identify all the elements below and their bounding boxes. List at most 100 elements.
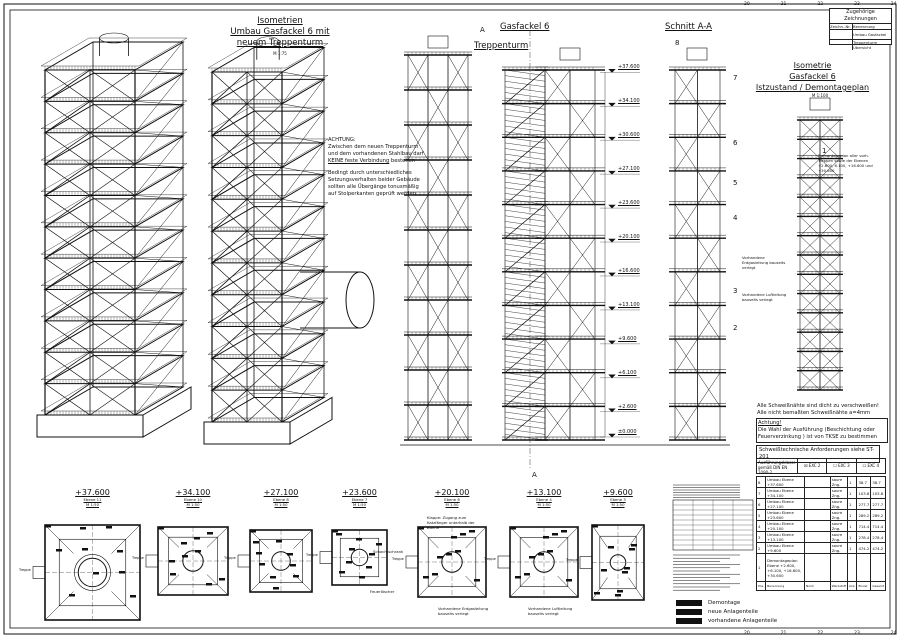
grid-number: 20 — [744, 2, 750, 7]
callout-feuerloescher: Feuerlöscher — [370, 589, 395, 594]
section-number: 2 — [733, 324, 738, 332]
plan-view — [319, 529, 388, 586]
schnitt-title: Schnitt A-A — [665, 22, 712, 32]
section-number: 3 — [733, 287, 738, 295]
level-marker — [608, 272, 616, 277]
section-number: 6 — [733, 139, 738, 147]
callout-erdgas-plan: Vorhandene Erdgasleitung bauseits verleg… — [438, 606, 489, 616]
exc-class-box: Ausführungsklasse gemäß DIN EN 1090-2 ☒ … — [756, 458, 886, 475]
treppe-label: Treppe — [132, 556, 144, 560]
elevation-treppenturm — [404, 51, 472, 441]
callout-luft-right: Vorhandene Luftleitung bauseits verlegt — [742, 292, 787, 302]
grid-number: 22 — [817, 2, 824, 7]
level-marker — [608, 68, 616, 73]
grid-number: 21 — [780, 631, 787, 636]
elevation-label: +27.100 — [618, 166, 640, 173]
grid-number: 24 — [890, 631, 897, 636]
section-mark-top: A — [480, 26, 485, 34]
elevation-label: +34.100 — [618, 98, 640, 105]
weld-notes: Alle Schweißnähte sind dicht zu verschwe… — [757, 403, 880, 416]
legend-neu: neue Anlagenteile — [676, 608, 777, 617]
section-number: 7 — [733, 74, 738, 82]
level-marker — [608, 374, 616, 379]
level-marker — [608, 306, 616, 311]
chimney — [809, 97, 831, 111]
elevation-gasfackel — [535, 66, 605, 441]
plan-view — [145, 526, 229, 596]
elevation-label: +6.100 — [618, 369, 637, 376]
section-number: 8 — [675, 39, 680, 47]
treppenturm-title: Treppenturm — [474, 41, 529, 51]
level-marker — [608, 170, 616, 175]
callout-luft-plan: Vorhandene Luftleitung bauseits verlegt — [528, 606, 573, 616]
related-drawings-table: Zugehörige Zeichnungen Zeichn.-Nr.Benenn… — [829, 8, 892, 50]
level-marker — [608, 136, 616, 141]
grid-number: 23 — [854, 2, 860, 7]
elevation-label: +13.100 — [618, 301, 640, 308]
legend-vorhanden: vorhandene Anlagenteile — [676, 617, 777, 626]
exc2-checkbox[interactable]: ☒ EXC 2 — [798, 459, 828, 473]
structure-drawings — [32, 30, 843, 621]
level-marker — [608, 204, 616, 209]
iso-new-scale: M 1:75 — [273, 51, 287, 56]
gasfackel-title: Gasfackel 6 — [500, 22, 550, 32]
grid-number: 21 — [780, 2, 787, 7]
grid-number: 22 — [817, 631, 824, 636]
plan-view — [32, 524, 141, 621]
treppe-label: Treppe — [566, 557, 578, 562]
section-mark-bottom: A — [532, 471, 537, 479]
outer-border — [3, 3, 897, 635]
legend-demontage: Demontage — [676, 599, 777, 608]
treppe-label: Treppe — [306, 552, 318, 557]
level-marker — [608, 433, 616, 438]
plan-view — [579, 524, 645, 601]
elevation-label: +30.600 — [618, 132, 640, 139]
chimney — [559, 47, 581, 61]
callout-schacht: Schachtschrank — [373, 549, 404, 554]
iso-tower-new-stairs — [203, 36, 333, 445]
treppe-label: Treppe — [19, 567, 31, 572]
callout-erdgas-right: Vorhandene Erdgasleitung bauseits verleg… — [742, 255, 786, 270]
elevation-label: +16.600 — [618, 267, 640, 274]
screw-strength-table — [672, 484, 754, 591]
chimney — [686, 47, 708, 61]
plan-view — [497, 526, 579, 598]
elevation-schnitt-aa — [669, 66, 726, 441]
exc4-checkbox[interactable]: ☐ EXC 4 — [862, 463, 880, 468]
iso-old-scale: M 1:100 — [811, 93, 829, 98]
section-number: 5 — [733, 179, 738, 187]
iso-tower-with-stairs — [36, 32, 192, 438]
drawing-frame — [3, 3, 897, 635]
level-marker — [608, 340, 616, 345]
legend: Demontage neue Anlagenteile vorhandene A… — [676, 599, 777, 626]
elevation-label: ±0.000 — [618, 429, 637, 435]
elevation-label: +20.100 — [618, 234, 640, 241]
elevation-label: +23.600 — [618, 200, 640, 207]
treppe-label: Treppe — [392, 557, 404, 561]
attention-box: Achtung! Die Wahl der Ausführung (Beschi… — [756, 418, 888, 443]
grid-number: 20 — [744, 631, 750, 636]
weld-requirements: Schweißtechnische Anforderungen siehe ST… — [756, 445, 880, 463]
exc3-checkbox[interactable]: ☐ EXC 3 — [827, 459, 857, 473]
callout-demontage: Demontageplan aller vorh. Treppen sowie … — [818, 153, 873, 173]
section-number: 4 — [733, 214, 738, 222]
grid-number: 23 — [854, 631, 860, 636]
gas-pipe-end — [345, 271, 375, 329]
callout-klappe: Klappe: Zugang zum Katzfänger unterhalb … — [427, 515, 475, 530]
